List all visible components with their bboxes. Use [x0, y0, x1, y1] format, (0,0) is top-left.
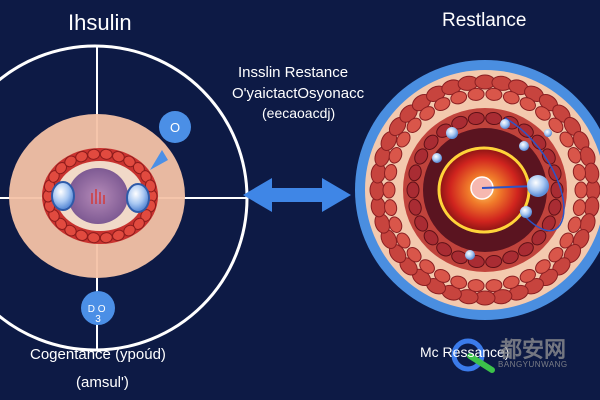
- red-blood-cell: [384, 163, 398, 181]
- red-blood-cell: [396, 232, 411, 249]
- red-blood-cell: [87, 148, 101, 160]
- red-blood-cell: [519, 268, 536, 283]
- left-receptor-right: [126, 183, 150, 213]
- vesicle: [519, 141, 529, 151]
- left-cell-nucleus: [68, 168, 128, 224]
- red-blood-cell: [423, 134, 439, 150]
- red-blood-cell: [502, 250, 519, 265]
- right-signal-curve: [504, 117, 565, 232]
- red-blood-cell: [406, 181, 420, 199]
- right-outer-beads: [369, 74, 600, 306]
- double-arrow-shape: [243, 178, 351, 212]
- red-blood-cell: [451, 250, 468, 265]
- insulin-molecule-bottom-text: 3: [95, 314, 101, 325]
- right-panel-title: Restlance: [442, 10, 527, 31]
- watermark-cn: 都安网: [500, 338, 567, 363]
- red-blood-cell: [467, 87, 485, 101]
- vesicle: [465, 250, 475, 260]
- red-blood-cell: [423, 230, 439, 246]
- red-blood-cell: [502, 91, 520, 105]
- insulin-molecule-bottom: [81, 291, 115, 325]
- red-blood-cell: [572, 199, 586, 217]
- watermark-en: BANGYUNWANG: [498, 360, 568, 369]
- vesicle: [520, 206, 532, 218]
- red-blood-cell: [559, 232, 574, 249]
- q-logo-icon: [451, 338, 495, 373]
- red-blood-cell: [535, 106, 551, 121]
- vesicle: [544, 129, 552, 137]
- red-blood-cell: [408, 198, 422, 216]
- right-caption: Mc Ressance): [420, 344, 510, 360]
- center-caption-line1: Insslin Restance: [238, 64, 349, 81]
- insulin-molecule-top-label: O: [170, 120, 180, 135]
- red-blood-cell: [408, 164, 422, 182]
- red-blood-cell: [450, 275, 468, 289]
- red-blood-cell: [519, 97, 536, 112]
- right-cell-diagram: [355, 60, 600, 373]
- insulin-molecule-bottom-text: D O: [88, 304, 106, 315]
- red-blood-cell: [548, 198, 562, 216]
- red-blood-cell: [388, 147, 403, 164]
- red-blood-cell: [414, 215, 429, 232]
- red-blood-cell: [485, 254, 503, 269]
- red-blood-cell: [419, 106, 435, 121]
- red-blood-cell: [535, 259, 551, 274]
- left-membrane-beads: [42, 148, 158, 244]
- red-blood-cell: [548, 117, 564, 133]
- red-blood-cell: [414, 148, 429, 165]
- red-blood-cell: [388, 216, 403, 233]
- left-panel-title: Ihsulin: [68, 10, 132, 35]
- center-caption-line3: (еecaoacdj): [262, 105, 336, 121]
- red-blood-cell: [502, 275, 520, 289]
- left-receptor-left: [51, 181, 75, 211]
- red-blood-cell: [467, 279, 485, 293]
- red-blood-cell: [450, 91, 468, 105]
- red-blood-cell: [548, 247, 564, 263]
- red-blood-cell: [75, 151, 88, 163]
- left-nucleus-marks: [91, 189, 105, 204]
- red-blood-cell: [531, 230, 547, 246]
- red-blood-cell: [485, 87, 503, 101]
- vesicle: [446, 127, 458, 139]
- red-blood-cell: [485, 279, 503, 293]
- red-blood-cell: [406, 117, 422, 133]
- red-blood-cell: [384, 199, 398, 217]
- vesicle: [432, 153, 442, 163]
- red-blood-cell: [567, 216, 582, 233]
- double-arrow: [243, 178, 351, 212]
- red-blood-cell: [531, 134, 547, 150]
- red-blood-cell: [396, 131, 411, 148]
- red-blood-cell: [567, 147, 582, 164]
- red-blood-cell: [485, 111, 503, 126]
- insulin-molecule-bottom-label: D O 3: [88, 304, 109, 325]
- red-blood-cell: [436, 242, 453, 257]
- red-blood-cell: [559, 131, 574, 148]
- right-signal-line: [481, 185, 537, 189]
- red-blood-cell: [517, 242, 534, 257]
- red-blood-cell: [467, 111, 485, 126]
- red-blood-cell: [419, 259, 435, 274]
- left-cell-diagram: O D O 3: [0, 44, 249, 352]
- red-blood-cell: [541, 148, 556, 165]
- left-caption-line2: (amsul'): [76, 374, 129, 391]
- red-blood-cell: [517, 123, 534, 138]
- right-vesicles: [432, 119, 552, 260]
- red-blood-cell: [434, 97, 451, 112]
- red-blood-cell: [451, 115, 468, 130]
- left-caption-line1: Cogentance (уpoúd): [30, 346, 166, 363]
- red-blood-cell: [406, 247, 422, 263]
- red-blood-cell: [112, 229, 125, 241]
- red-blood-cell: [572, 163, 586, 181]
- red-blood-cell: [574, 181, 588, 199]
- red-blood-cell: [382, 181, 396, 199]
- vesicle: [500, 119, 510, 129]
- red-blood-cell: [434, 268, 451, 283]
- center-caption-line2: O'yaictactOsyonacc: [232, 85, 365, 102]
- red-blood-cell: [99, 232, 113, 244]
- insulin-pointer-arrow: [150, 150, 168, 170]
- vesicle-large: [527, 175, 549, 197]
- insulin-molecule-top: [159, 111, 191, 143]
